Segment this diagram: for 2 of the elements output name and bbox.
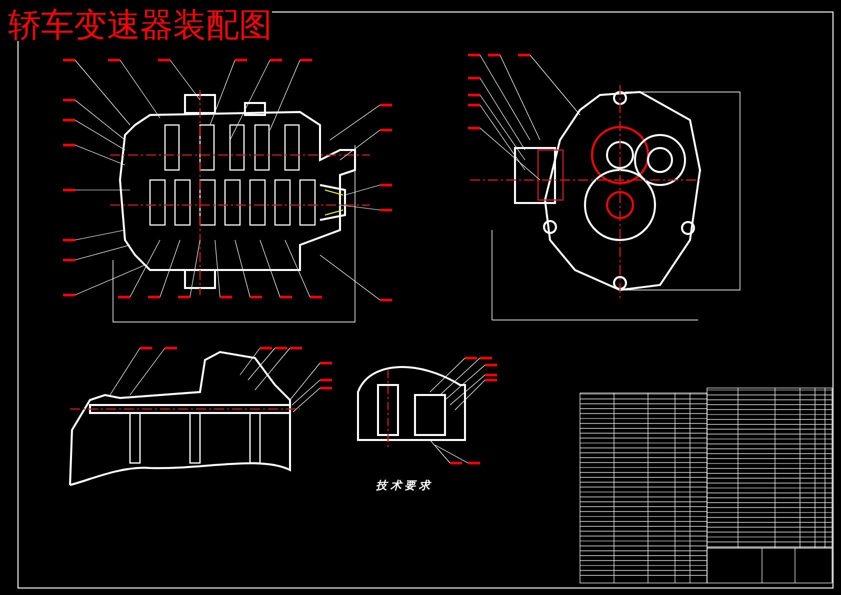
drawing-title: 轿车变速器装配图: [8, 8, 272, 41]
section-heading: 技术要求: [376, 478, 434, 494]
